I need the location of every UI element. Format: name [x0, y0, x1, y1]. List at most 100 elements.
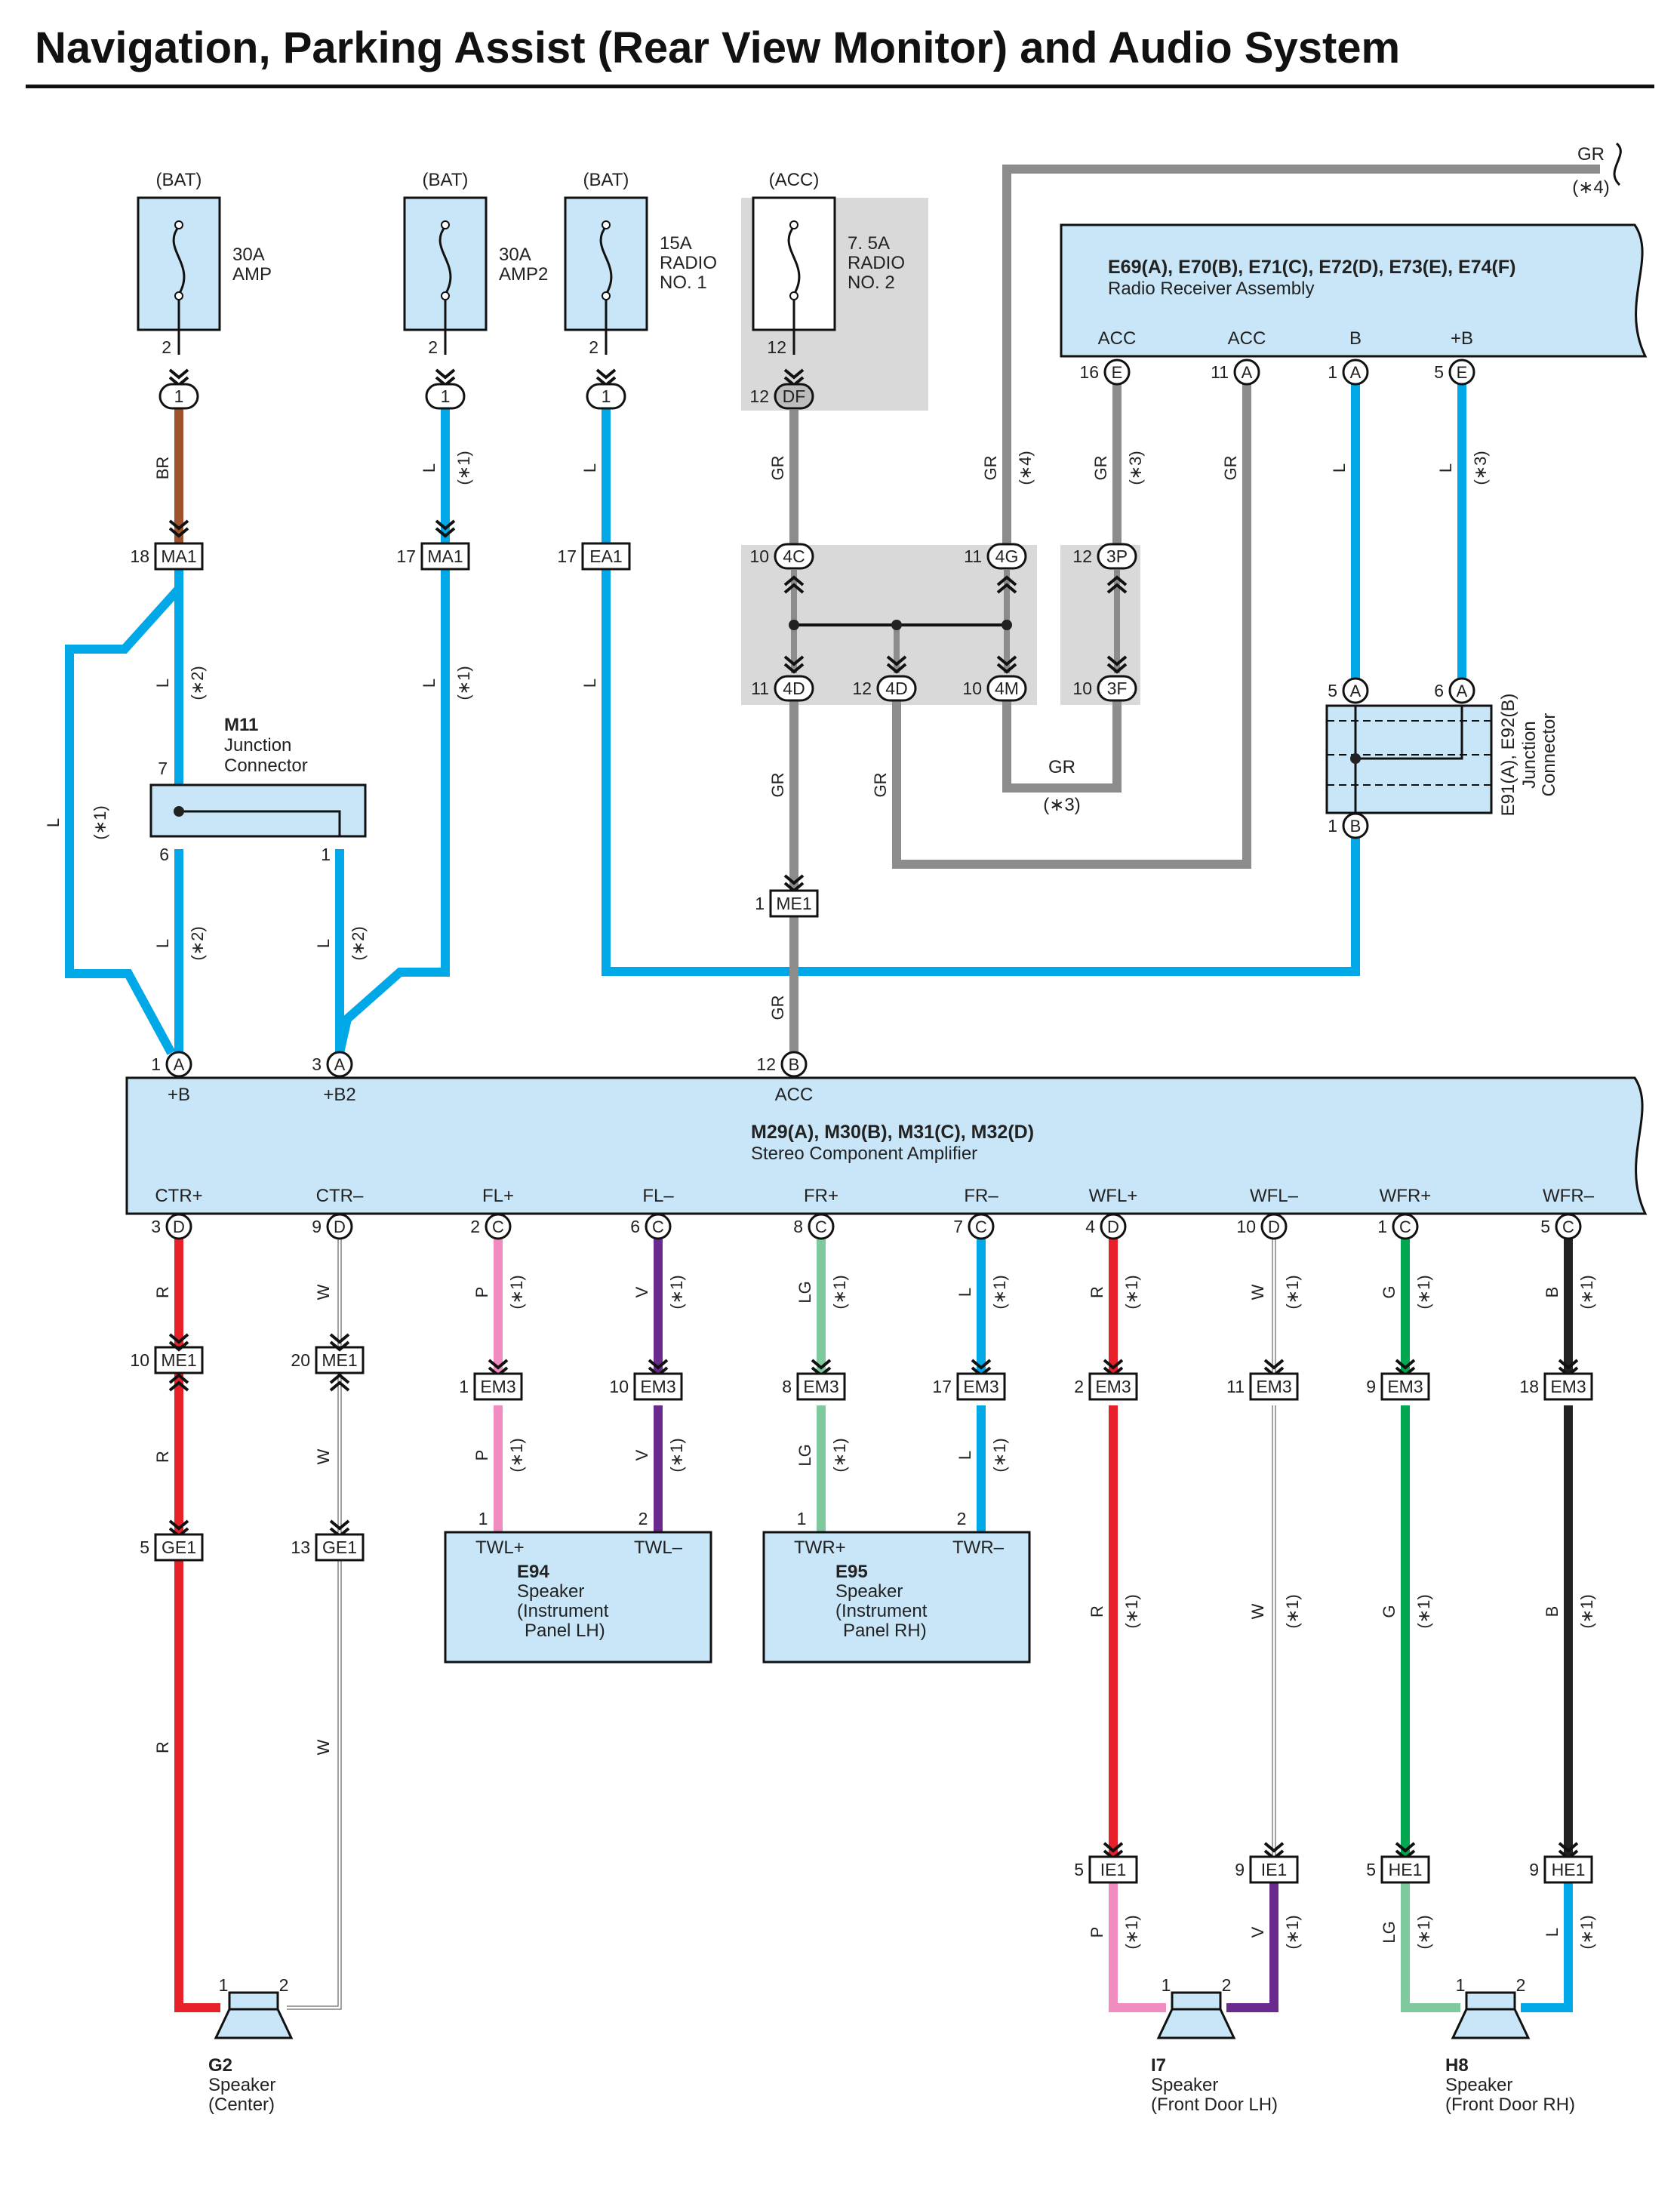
label-wf-low-1-note: (∗1)	[1283, 1915, 1302, 1949]
speaker-1-icon	[1156, 1991, 1236, 2039]
radio-pin-0-label: E	[1112, 363, 1123, 382]
chev-4g-up-stroke	[996, 575, 1017, 586]
junction-e91-line-0: Junction	[1519, 721, 1540, 788]
conn-em3-7	[1543, 1372, 1593, 1401]
chev-em3-1-stroke	[648, 1359, 669, 1370]
label-ctrm-w-mid-color: W	[314, 1448, 333, 1464]
conn-em3-0-pin: 1	[459, 1377, 469, 1396]
fuse-name-0-0: AMP	[232, 264, 272, 285]
conn-em3-7-label: EM3	[1550, 1377, 1586, 1396]
label-out-top-7-note: (∗1)	[1283, 1275, 1302, 1309]
label-amp2-l-mid-color: L	[420, 679, 438, 688]
speaker-1-line-1: (Front Door LH)	[1151, 2095, 1278, 2115]
chev-em3-3-stroke	[971, 1359, 992, 1370]
amp-bottom-pin-7	[1260, 1213, 1288, 1240]
wire-wfrp-lg	[1401, 1881, 1460, 2012]
conn-ma1-b-pin: 17	[396, 546, 416, 566]
fuse-conn-3-pin: 12	[749, 386, 769, 406]
conn-3p	[1097, 543, 1137, 570]
wire-ctrm-w-2	[287, 1374, 341, 2009]
amp-top-pin-2	[780, 1051, 808, 1078]
chev-ma1-b	[435, 519, 456, 538]
radio-pin-label-0: ACC	[1098, 328, 1137, 349]
conn-4c-pin: 10	[749, 546, 769, 566]
conn-3p-pin: 12	[1072, 546, 1092, 566]
chev-ie1-m-stroke	[1263, 1842, 1285, 1853]
conn-he1-p-pin: 5	[1366, 1860, 1376, 1879]
amp-top-pin-0-label: A	[174, 1055, 185, 1074]
speaker-0-name: G2	[208, 2055, 232, 2076]
chev-he1-m-stroke	[1558, 1842, 1579, 1853]
wire-amp2-l-to-plusb2	[335, 565, 450, 1054]
label-radio-acc-gr-color: GR	[1221, 456, 1240, 481]
conn-em3-3-pin: 17	[932, 1377, 952, 1396]
chev-3f	[1106, 655, 1128, 674]
conn-4d-b-pin: 12	[852, 679, 872, 698]
fuse-name-1-0: AMP2	[499, 264, 548, 285]
label-out-top-5-note: (∗1)	[990, 1275, 1009, 1309]
fuse-terminal-2a	[602, 220, 611, 229]
fuse-terminal-1b	[441, 291, 450, 300]
fuse-conn-3	[774, 383, 814, 410]
chev-ge1-ctrp-stroke	[168, 1519, 189, 1531]
label-acc-gr-top-color: GR	[768, 456, 787, 481]
title-bar: Navigation, Parking Assist (Rear View Mo…	[0, 0, 1680, 98]
conn-em3-5	[1249, 1372, 1299, 1401]
amp-bottom-pin-4	[808, 1213, 835, 1240]
label-tw-mid-0-color: P	[472, 1450, 491, 1461]
label-acc-gr-mid-color: GR	[768, 773, 787, 798]
label-out-top-3-color: V	[632, 1286, 651, 1297]
junction-m11-bus	[179, 810, 341, 836]
junction-e91-dot	[1350, 753, 1361, 764]
label-ctrp-r-low-color: R	[153, 1741, 172, 1753]
fuse-chevron-2	[595, 368, 617, 387]
radio-pin-0	[1103, 359, 1131, 386]
fuse-element-icon-3	[787, 226, 801, 295]
conn-he1-m-pin: 9	[1529, 1860, 1539, 1879]
speaker-2-name: H8	[1445, 2055, 1469, 2076]
radio-pin-0-pin: 16	[1079, 362, 1099, 382]
tweeter-1-plus-label: TWR+	[794, 1537, 846, 1558]
label-amp-br-color: BR	[153, 457, 172, 480]
label-out-top-7-color: W	[1248, 1284, 1267, 1300]
chev-4d-b-stroke	[886, 663, 907, 674]
conn-4g-pin: 11	[964, 546, 982, 566]
conn-3f-label: 3F	[1107, 679, 1128, 698]
amp-bottom-pin-1	[326, 1213, 353, 1240]
chev-me1-ctrp-a	[168, 1333, 189, 1352]
junction-e91-pin-a	[1342, 677, 1369, 704]
conn-em3-0	[473, 1372, 523, 1401]
label-ctrp-r-mid-color: R	[153, 1451, 172, 1463]
chev-me1-ctrm-a	[329, 1333, 350, 1352]
label-radio1-l-top-color: L	[580, 463, 599, 472]
conn-me1-acc	[769, 889, 819, 918]
conn-em3-2-pin: 8	[782, 1377, 792, 1396]
junction-e91-pin-a-label: A	[1350, 682, 1362, 700]
label-m11-plusb-color: L	[153, 939, 172, 948]
label-out-top-1-color: W	[314, 1284, 333, 1300]
chev-me1-ctrp-a-stroke	[168, 1340, 189, 1352]
junction-e91-name: E91(A), E92(B)	[1498, 694, 1518, 817]
amp-bottom-pin-8-pin: 1	[1377, 1217, 1387, 1236]
label-out-top-8-note: (∗1)	[1414, 1275, 1433, 1309]
speaker-0-pin2: 2	[279, 1975, 289, 1995]
chev-em3-2-stroke	[811, 1359, 832, 1370]
chev-4d-b-stroke	[886, 655, 907, 666]
chev-em3-7-stroke	[1558, 1359, 1579, 1370]
label-amp-l-bypass-note: (∗1)	[91, 805, 109, 839]
conn-em3-2	[796, 1372, 846, 1401]
chev-ma1-a-stroke	[168, 519, 189, 531]
amp-bottom-pin-2-label: C	[492, 1217, 504, 1236]
label-out-top-4-note: (∗1)	[830, 1275, 849, 1309]
conn-me1-ctrp-pin: 10	[130, 1350, 149, 1370]
fuse-conn-0	[158, 383, 199, 410]
tweeter-0-line-2: Panel LH)	[525, 1621, 605, 1641]
amp-bottom-pin-5-label: C	[975, 1217, 987, 1236]
amplifier-box	[125, 1076, 1648, 1215]
chev-4d-a-stroke	[783, 663, 805, 674]
wire-radio1-l-to-e91	[602, 565, 1360, 976]
label-wf-mid-2-note: (∗1)	[1414, 1594, 1433, 1628]
fuse-conn-2	[586, 383, 626, 410]
conn-ge1-ctrm	[315, 1533, 365, 1562]
tweeter-0-line-0: Speaker	[517, 1581, 584, 1602]
